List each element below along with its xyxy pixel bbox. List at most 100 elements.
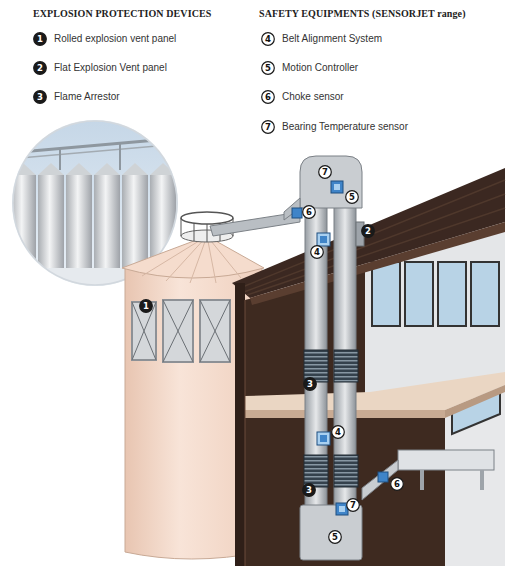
callout-circle-shape [262, 121, 275, 134]
callout-circle: 5 [328, 530, 342, 544]
callout-number: 7 [318, 165, 332, 179]
callout-circle: 3 [33, 90, 47, 104]
callout-circle: 6 [302, 205, 316, 219]
building [235, 283, 245, 566]
building [244, 194, 505, 292]
callout-circle: 4 [310, 245, 324, 259]
storage-silo [194, 223, 195, 241]
sensor-devices [331, 181, 343, 193]
callout-circle-shape [34, 33, 47, 46]
callout-circle-shape [34, 62, 47, 75]
callout-circle-shape [303, 484, 316, 497]
sensor-devices [339, 506, 345, 512]
inset-photo [66, 163, 92, 175]
rolled-vent-panels [163, 300, 193, 362]
rolled-vent-panels [163, 300, 193, 362]
callout-number: 1 [139, 299, 153, 313]
callout-circle-shape [303, 206, 316, 219]
section-heading: SAFETY EQUIPMENTS (SENSORJET range) [259, 8, 466, 19]
callout-circle: 7 [261, 120, 275, 134]
callout-circle: 6 [390, 477, 404, 491]
building [438, 262, 466, 326]
sensor-devices [334, 184, 340, 190]
callout-circle-shape [391, 478, 404, 491]
callout-number: 5 [345, 190, 359, 204]
inset-photo [38, 163, 64, 175]
legend-text: Flat Explosion Vent panel [54, 61, 167, 75]
callout-circle: 4 [261, 32, 275, 46]
building [372, 262, 400, 326]
callout-number: 1 [33, 32, 47, 46]
callout-circle: 2 [361, 224, 375, 238]
callout-circle-shape [329, 531, 342, 544]
callout-circle-shape [262, 33, 275, 46]
callout-circle-shape [262, 91, 275, 104]
storage-silo [122, 236, 264, 278]
callout-number: 6 [302, 205, 316, 219]
callout-circle: 3 [302, 483, 316, 497]
callout-number: 4 [331, 425, 345, 439]
inset-photo [20, 138, 180, 152]
callout-number: 2 [33, 61, 47, 75]
callout-circle: 5 [345, 190, 359, 204]
rolled-vent-panels [200, 300, 230, 362]
flame-arrestors [304, 455, 328, 487]
inset-photo [119, 144, 121, 170]
callout-circle-shape [311, 246, 324, 259]
callout-number: 3 [302, 483, 316, 497]
callout-number: 3 [303, 377, 317, 391]
building [445, 392, 505, 566]
callout-circle: 1 [33, 32, 47, 46]
sensor-devices [292, 181, 388, 515]
building [250, 222, 505, 305]
callout-circle-shape [262, 62, 275, 75]
building [232, 168, 505, 566]
callout-circle-shape [34, 91, 47, 104]
building [445, 385, 505, 418]
callout-circle: 1 [139, 299, 153, 313]
legend-text: Choke sensor [282, 90, 344, 104]
rolled-vent-panels [132, 300, 230, 362]
callout-number: 2 [361, 224, 375, 238]
callout-circle-shape [346, 191, 359, 204]
callout-number: 3 [33, 90, 47, 104]
storage-silo [166, 236, 207, 281]
building [405, 262, 433, 326]
sensor-devices [292, 208, 302, 218]
callout-circle-shape [347, 499, 360, 512]
storage-silo [190, 236, 207, 283]
inset-photo [59, 150, 61, 170]
callout-number: 5 [328, 530, 342, 544]
flame-arrestors [304, 350, 358, 487]
storage-silo [207, 224, 208, 242]
sensor-devices [317, 233, 330, 246]
callout-circle: 6 [261, 90, 275, 104]
callout-number: 6 [390, 477, 404, 491]
callout-circle: 5 [261, 61, 275, 75]
rolled-vent-panels [200, 300, 230, 362]
bucket-elevator [480, 470, 484, 490]
callout-number: 7 [261, 120, 275, 134]
legend-text: Belt Alignment System [282, 32, 382, 46]
callout-circle: 2 [33, 61, 47, 75]
storage-silo [181, 212, 233, 224]
rolled-vent-panels [200, 300, 230, 362]
inset-photo [94, 163, 120, 175]
section-heading: EXPLOSION PROTECTION DEVICES [33, 8, 211, 19]
callout-circle: 3 [303, 377, 317, 391]
flame-arrestors [334, 455, 358, 487]
sensor-devices [317, 432, 330, 445]
sensor-devices [320, 435, 327, 442]
rolled-vent-panels [163, 300, 193, 362]
bucket-elevator [420, 470, 424, 490]
bucket-elevator [305, 195, 327, 515]
callout-circle-shape [319, 166, 332, 179]
flame-arrestors [304, 350, 328, 382]
legend-text: Rolled explosion vent panel [54, 32, 176, 46]
legend-text: Flame Arrestor [54, 90, 120, 104]
callout-circle-shape [140, 300, 153, 313]
flame-arrestors [334, 350, 358, 382]
